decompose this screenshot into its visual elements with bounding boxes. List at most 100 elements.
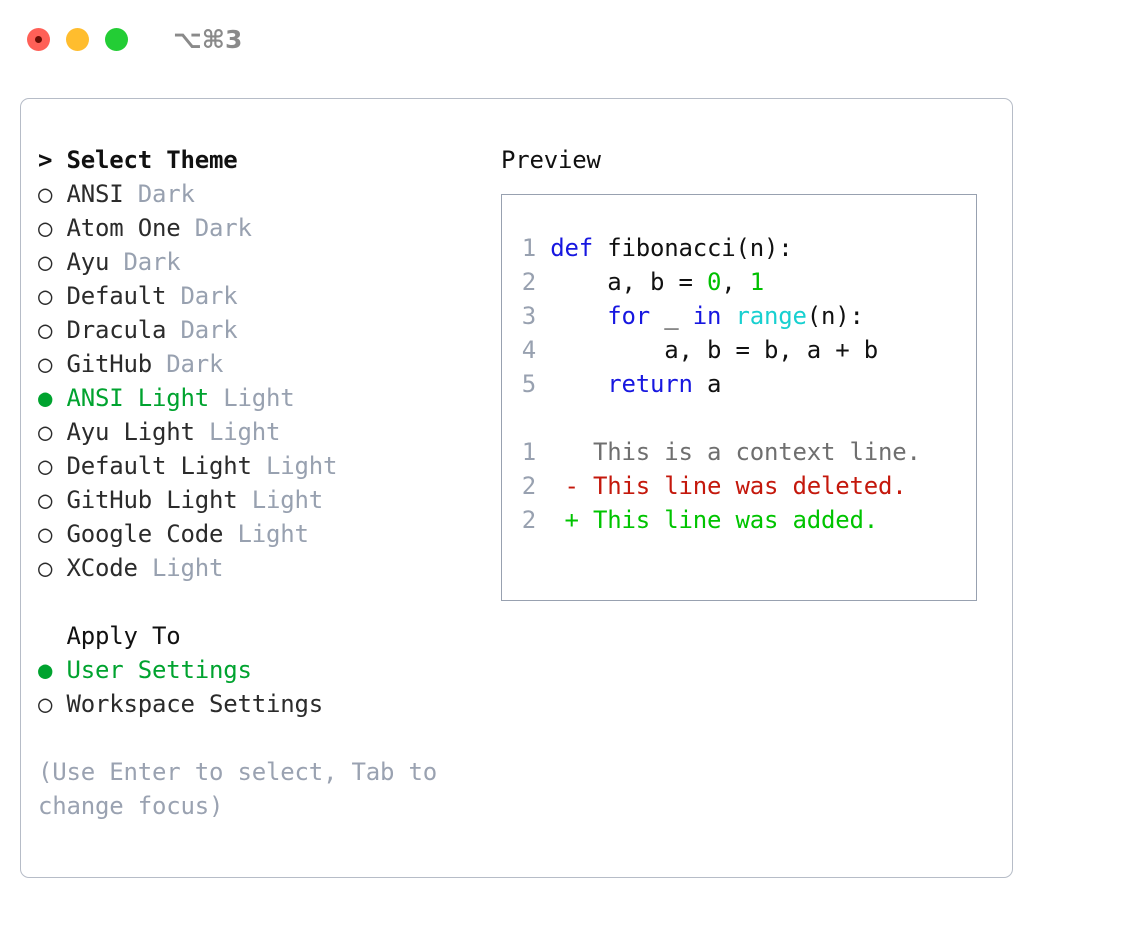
gutter-spacer	[536, 268, 550, 296]
radio-unselected-icon: ○	[38, 248, 53, 276]
spacer	[52, 418, 66, 446]
diff-line-context: 1 This is a context line.	[512, 435, 970, 469]
theme-option-label: Atom One	[66, 214, 181, 242]
theme-option-ansi[interactable]: ○ ANSI Dark	[38, 177, 493, 211]
minimize-window-button[interactable]	[66, 27, 89, 51]
spacer	[52, 248, 66, 276]
close-window-button[interactable]	[27, 27, 50, 51]
line-number: 3	[521, 302, 536, 330]
diff-text: This is a context line.	[593, 438, 921, 466]
apply-to-section: ○ Apply To ● User Settings○ Workspace Se…	[38, 619, 493, 721]
maximize-window-button[interactable]	[105, 27, 128, 51]
title-bar: ⌥⌘3	[0, 0, 1140, 78]
spacer	[52, 554, 66, 582]
spacer	[579, 438, 593, 466]
line-number: 1	[521, 234, 536, 262]
theme-variant-badge: Dark	[194, 214, 252, 242]
radio-unselected-icon: ○	[38, 214, 53, 242]
theme-option-label: Default	[66, 282, 167, 310]
spacer	[195, 418, 209, 446]
code-token-num: 0	[707, 268, 722, 296]
preview-column: Preview 1 def fibonacci(n):2 a, b = 0, 1…	[501, 143, 991, 601]
theme-variant-badge: Light	[209, 418, 281, 446]
theme-option-label: Default Light	[66, 452, 252, 480]
line-number: 1	[521, 438, 536, 466]
code-line: 5 return a	[512, 367, 970, 401]
theme-list: ○ ANSI Dark○ Atom One Dark○ Ayu Dark○ De…	[38, 177, 493, 585]
theme-option-google-code[interactable]: ○ Google Code Light	[38, 517, 493, 551]
spacer	[138, 554, 152, 582]
theme-option-default-light[interactable]: ○ Default Light Light	[38, 449, 493, 483]
theme-option-ayu[interactable]: ○ Ayu Dark	[38, 245, 493, 279]
code-line: 1 def fibonacci(n):	[512, 231, 970, 265]
apply-to-label-text: Apply To	[66, 622, 181, 650]
diff-line-del: 2 - This line was deleted.	[512, 469, 970, 503]
theme-option-atom-one[interactable]: ○ Atom One Dark	[38, 211, 493, 245]
code-line: 2 a, b = 0, 1	[512, 265, 970, 299]
theme-variant-badge: Light	[223, 384, 295, 412]
theme-variant-badge: Light	[152, 554, 224, 582]
theme-option-github-light[interactable]: ○ GitHub Light Light	[38, 483, 493, 517]
spacer	[124, 180, 138, 208]
diff-marker: +	[564, 506, 579, 534]
line-number: 2	[521, 268, 536, 296]
spacer	[223, 520, 237, 548]
spacer	[209, 384, 223, 412]
theme-option-default[interactable]: ○ Default Dark	[38, 279, 493, 313]
radio-unselected-icon: ○	[38, 418, 53, 446]
code-token-plain: a, b = b, a + b	[550, 336, 878, 364]
code-token-plain	[550, 302, 607, 330]
spacer	[52, 180, 66, 208]
radio-selected-icon: ●	[38, 384, 53, 412]
spacer	[181, 214, 195, 242]
code-token-plain: (n):	[806, 302, 864, 330]
code-token-plain: ,	[721, 268, 750, 296]
theme-option-label: GitHub	[66, 350, 153, 378]
code-token-plain: a, b =	[550, 268, 707, 296]
theme-option-github[interactable]: ○ GitHub Dark	[38, 347, 493, 381]
spacer	[152, 350, 166, 378]
radio-unselected-icon: ○	[38, 520, 53, 548]
code-token-kw: return	[607, 370, 693, 398]
radio-unselected-icon: ○	[38, 690, 53, 718]
apply-to-option-workspace-settings[interactable]: ○ Workspace Settings	[38, 687, 493, 721]
theme-option-label: Dracula	[66, 316, 167, 344]
code-token-plain: _	[650, 302, 693, 330]
diff-text: This line was added.	[593, 506, 878, 534]
theme-variant-badge: Dark	[123, 248, 181, 276]
theme-option-ayu-light[interactable]: ○ Ayu Light Light	[38, 415, 493, 449]
code-token-kw: def	[550, 234, 593, 262]
code-token-plain	[721, 302, 735, 330]
apply-to-list: ● User Settings○ Workspace Settings	[38, 653, 493, 721]
spacer	[52, 486, 66, 514]
theme-option-label: GitHub Light	[66, 486, 238, 514]
theme-variant-badge: Light	[251, 486, 323, 514]
theme-option-ansi-light[interactable]: ● ANSI Light Light	[38, 381, 493, 415]
gutter-spacer	[536, 472, 565, 500]
code-line: 4 a, b = b, a + b	[512, 333, 970, 367]
code-token-plain	[550, 370, 607, 398]
diff-sample: 1 This is a context line.2 - This line w…	[512, 435, 970, 537]
code-token-fn: range	[735, 302, 807, 330]
diff-marker	[565, 438, 579, 466]
code-token-kw: in	[692, 302, 722, 330]
code-token-plain: fibonacci(n):	[593, 234, 793, 262]
spacer	[52, 282, 66, 310]
spacer	[52, 520, 66, 548]
gutter-spacer	[536, 438, 565, 466]
diff-line-add: 2 + This line was added.	[512, 503, 970, 537]
preview-title: Preview	[501, 146, 601, 174]
spacer	[52, 350, 66, 378]
theme-option-xcode[interactable]: ○ XCode Light	[38, 551, 493, 585]
theme-variant-badge: Light	[266, 452, 338, 480]
radio-unselected-icon: ○	[38, 180, 53, 208]
spacer	[52, 452, 66, 480]
theme-option-dracula[interactable]: ○ Dracula Dark	[38, 313, 493, 347]
theme-option-label: ANSI	[66, 180, 124, 208]
theme-variant-badge: Light	[237, 520, 309, 548]
radio-unselected-icon: ○	[38, 554, 53, 582]
keyboard-shortcut-label: ⌥⌘3	[173, 24, 243, 54]
apply-to-option-user-settings[interactable]: ● User Settings	[38, 653, 493, 687]
spacer	[252, 452, 266, 480]
